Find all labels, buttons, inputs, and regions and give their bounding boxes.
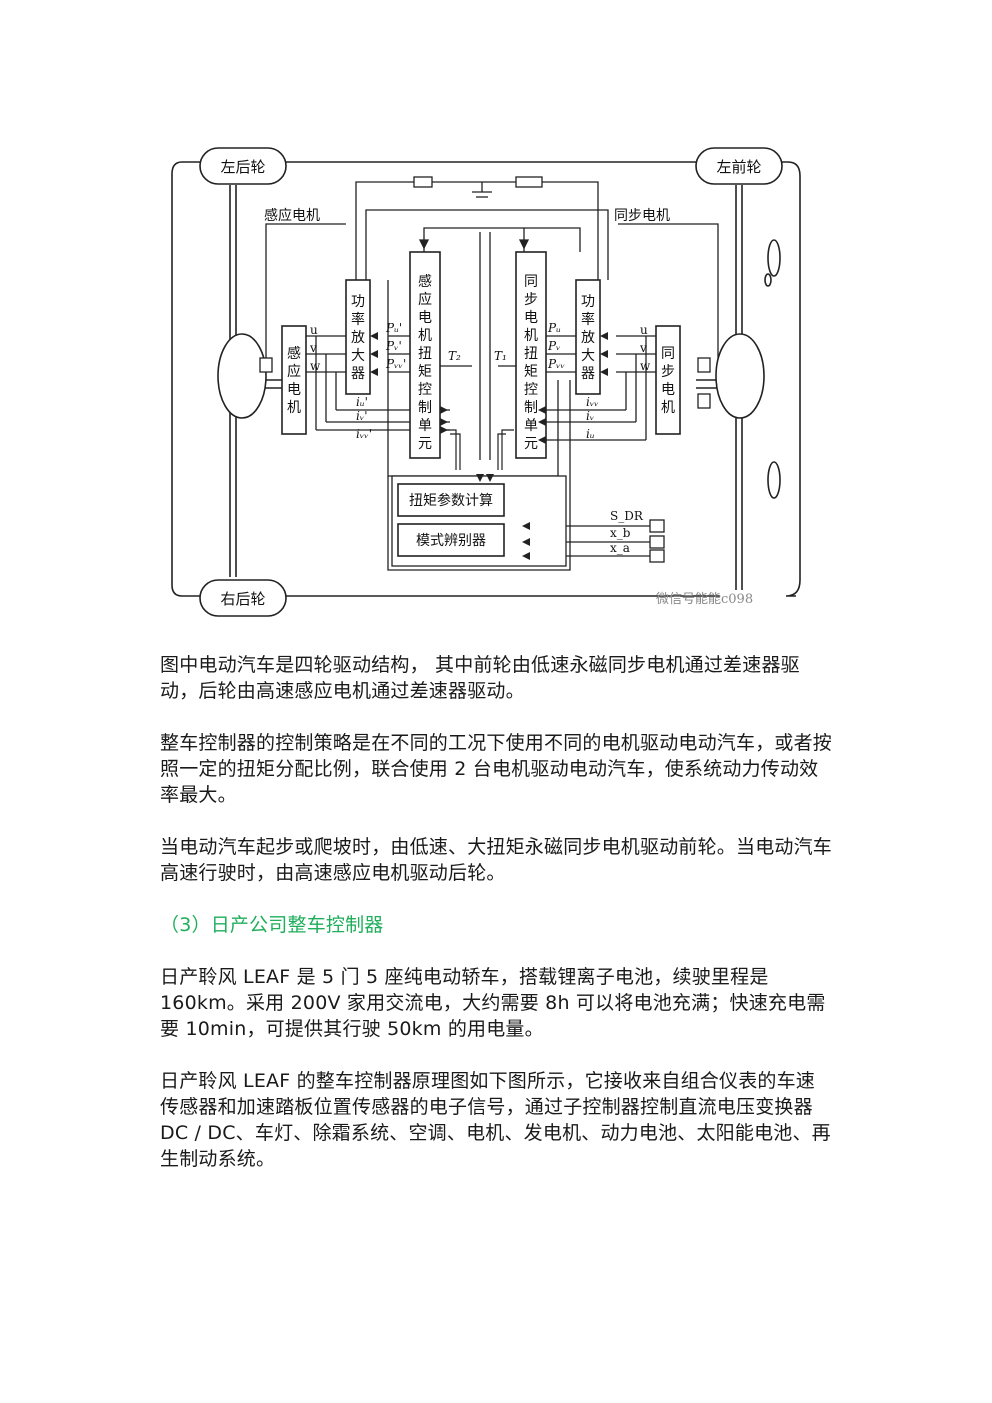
chassis-left-edge — [171, 161, 200, 597]
svg-text:单: 单 — [524, 418, 538, 434]
t1-label: T₁ — [494, 349, 507, 363]
i-right-w: iᵥᵥ — [586, 395, 599, 409]
rear-differential-shape — [217, 333, 267, 419]
svg-text:机: 机 — [418, 328, 432, 344]
sync-motor-c1: 同 — [661, 346, 675, 362]
left-rear-wheel — [199, 147, 287, 185]
t2-label: T₂ — [448, 349, 461, 363]
svg-text:制: 制 — [524, 400, 538, 416]
sync-torque-ctrl-box — [515, 251, 547, 459]
left-front-wheel-label: 左前轮 — [716, 158, 761, 176]
svg-text:单: 单 — [418, 418, 432, 434]
paragraph-3: 当电动汽车起步或爬坡时，由低速、大扭矩永磁同步电机驱动前轮。当电动汽车高速行驶时… — [160, 836, 833, 884]
induction-torque-ctrl-box — [409, 251, 441, 459]
sync-motor-top-label: 同步电机 — [614, 208, 670, 224]
uvw-left-w: w — [310, 359, 321, 373]
induction-motor-c2: 应 — [287, 363, 301, 380]
uvw-right-w: w — [640, 359, 651, 373]
right-power-amp-c3: 放 — [581, 330, 595, 346]
svg-text:矩: 矩 — [524, 364, 538, 380]
right-power-amp-c4: 大 — [581, 348, 595, 364]
svg-text:控: 控 — [524, 382, 538, 398]
p-right-w: Pᵥᵥ — [547, 357, 565, 371]
svg-text:机: 机 — [524, 328, 538, 344]
uvw-right-v: v — [639, 341, 647, 355]
induction-motor-top-label: 感应电机 — [264, 207, 320, 224]
i-left-v: iᵥ' — [356, 409, 368, 423]
paragraph-4: 日产聆风 LEAF 是 5 门 5 座纯电动轿车，搭载锂离子电池，续驶里程是 1… — [160, 966, 826, 1040]
mode-discriminator-box — [397, 523, 505, 557]
svg-text:应: 应 — [418, 291, 432, 308]
input-xb: x_b — [610, 526, 631, 540]
input-xa: x_a — [610, 541, 630, 555]
section-heading: （3）日产公司整车控制器 — [160, 914, 384, 936]
right-rear-wheel — [199, 579, 287, 617]
p-right-v: Pᵥ — [547, 339, 561, 353]
p-right-u: Pᵤ — [547, 321, 561, 335]
p-left-v: Pᵥ' — [385, 339, 402, 353]
left-power-amp-c4: 大 — [351, 348, 365, 364]
right-power-amp-c5: 器 — [581, 366, 595, 382]
p-left-w: Pᵥᵥ' — [385, 357, 406, 371]
svg-text:电: 电 — [418, 310, 432, 326]
i-left-u: iᵤ' — [356, 395, 368, 409]
svg-text:元: 元 — [524, 436, 538, 452]
induction-motor-c1: 感 — [287, 345, 301, 362]
paragraph-1: 图中电动汽车是四轮驱动结构， 其中前轮由低速永磁同步电机通过差速器驱动，后轮由高… — [160, 654, 800, 702]
right-power-amp-c1: 功 — [581, 294, 595, 310]
induction-motor-c4: 机 — [287, 400, 301, 416]
svg-text:扭: 扭 — [418, 346, 432, 362]
sync-motor-c2: 步 — [661, 364, 675, 380]
induction-motor-c3: 电 — [287, 382, 301, 398]
svg-text:感: 感 — [418, 273, 432, 290]
left-power-amp-c3: 放 — [351, 330, 365, 346]
right-rear-wheel-label: 右后轮 — [220, 590, 265, 608]
input-sdr: S_DR — [610, 509, 644, 523]
i-right-u: iᵤ — [586, 427, 595, 441]
left-front-wheel — [695, 147, 783, 185]
sync-motor-c3: 电 — [661, 382, 675, 398]
left-power-amp-box — [345, 279, 371, 395]
torque-param-calc-box — [397, 483, 505, 517]
left-power-amp-c2: 率 — [351, 311, 365, 328]
left-power-amp-c5: 器 — [351, 366, 365, 382]
watermark: 微信号能能c098 — [656, 592, 753, 607]
front-differential-shape — [715, 333, 765, 419]
svg-text:矩: 矩 — [418, 364, 432, 380]
svg-text:控: 控 — [418, 382, 432, 398]
paragraph-5: 日产聆风 LEAF 的整车控制器原理图如下图所示，它接收来自组合仪表的车速传感器… — [160, 1070, 831, 1170]
paragraph-2: 整车控制器的控制策略是在不同的工况下使用不同的电机驱动电动汽车，或者按照一定的扭… — [160, 732, 833, 806]
i-left-w: iᵥᵥ' — [356, 427, 372, 441]
svg-text:制: 制 — [418, 400, 432, 416]
right-power-amp-box — [575, 279, 601, 395]
p-left-u: Pᵤ' — [385, 321, 402, 335]
sync-motor-box — [655, 325, 681, 435]
left-power-amp-c1: 功 — [351, 294, 365, 310]
right-power-amp-c2: 率 — [581, 311, 595, 328]
svg-text:电: 电 — [524, 310, 538, 326]
svg-text:元: 元 — [418, 436, 432, 452]
drive-system-diagram: 左后轮 左前轮 右后轮 — [160, 140, 820, 620]
uvw-left-v: v — [309, 341, 317, 355]
mode-discriminator-label: 模式辨别器 — [416, 533, 486, 549]
svg-text:扭: 扭 — [524, 346, 538, 362]
left-rear-wheel-label: 左后轮 — [220, 158, 265, 176]
uvw-left-u: u — [310, 323, 318, 337]
torque-param-calc-label: 扭矩参数计算 — [409, 492, 493, 509]
svg-text:同: 同 — [524, 274, 538, 290]
sync-motor-c4: 机 — [661, 400, 675, 416]
svg-text:步: 步 — [524, 292, 538, 308]
i-right-v: iᵥ — [586, 409, 594, 423]
uvw-right-u: u — [640, 323, 648, 337]
induction-motor-box — [281, 325, 307, 435]
